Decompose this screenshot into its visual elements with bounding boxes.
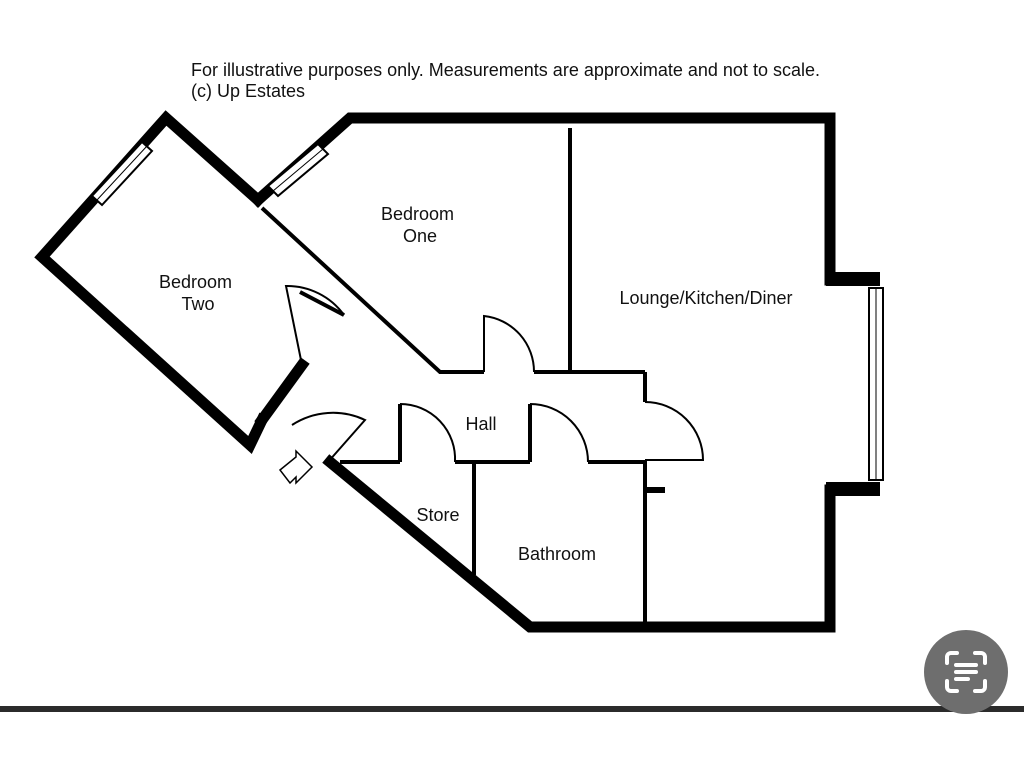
floor-plan: Bedroom One Bedroom Two Lounge/Kitchen/D… <box>34 110 884 633</box>
door-bathroom[interactable] <box>529 403 589 463</box>
label-bathroom: Bathroom <box>518 544 596 564</box>
label-bedroom-one-line-1: Bedroom <box>381 204 454 224</box>
label-bedroom-two-line-1: Bedroom <box>159 272 232 292</box>
bedroom-two-outer-wall <box>34 110 270 455</box>
entrance-arrow-icon <box>278 449 314 485</box>
disclaimer: For illustrative purposes only. Measurem… <box>191 60 820 102</box>
door-store[interactable] <box>399 402 457 463</box>
door-entrance[interactable] <box>291 411 367 463</box>
scan-text-button[interactable] <box>924 630 1008 714</box>
door-bedroom-one[interactable] <box>483 314 536 373</box>
disclaimer-line-2: (c) Up Estates <box>191 81 306 101</box>
door-lounge[interactable] <box>644 401 705 461</box>
bedroom-two-inner-wall <box>254 357 310 428</box>
label-bedroom-two-line-2: Two <box>181 294 214 314</box>
window-stub-top <box>826 272 880 286</box>
wall-bed1-hall <box>260 206 484 374</box>
label-store: Store <box>416 505 459 525</box>
label-bedroom-one-line-2: One <box>403 226 437 246</box>
wall-bed2-door-stub <box>299 290 345 317</box>
wall-stub-lounge <box>645 487 665 493</box>
outer-wall-right-lower <box>322 454 836 633</box>
window-bedroom-one <box>266 142 330 198</box>
scan-text-icon <box>945 651 987 693</box>
label-bedroom-two: Bedroom Two <box>159 272 237 314</box>
disclaimer-line-1: For illustrative purposes only. Measurem… <box>191 60 820 80</box>
label-hall: Hall <box>465 414 496 434</box>
bottom-divider <box>0 706 1024 712</box>
window-bedroom-two <box>90 140 154 207</box>
window-stub-bottom <box>826 482 880 496</box>
label-bedroom-one: Bedroom One <box>381 204 459 246</box>
window-right <box>868 287 884 481</box>
label-lounge: Lounge/Kitchen/Diner <box>619 288 792 308</box>
door-bedroom-two[interactable] <box>284 284 345 366</box>
outer-wall-top <box>250 112 836 286</box>
